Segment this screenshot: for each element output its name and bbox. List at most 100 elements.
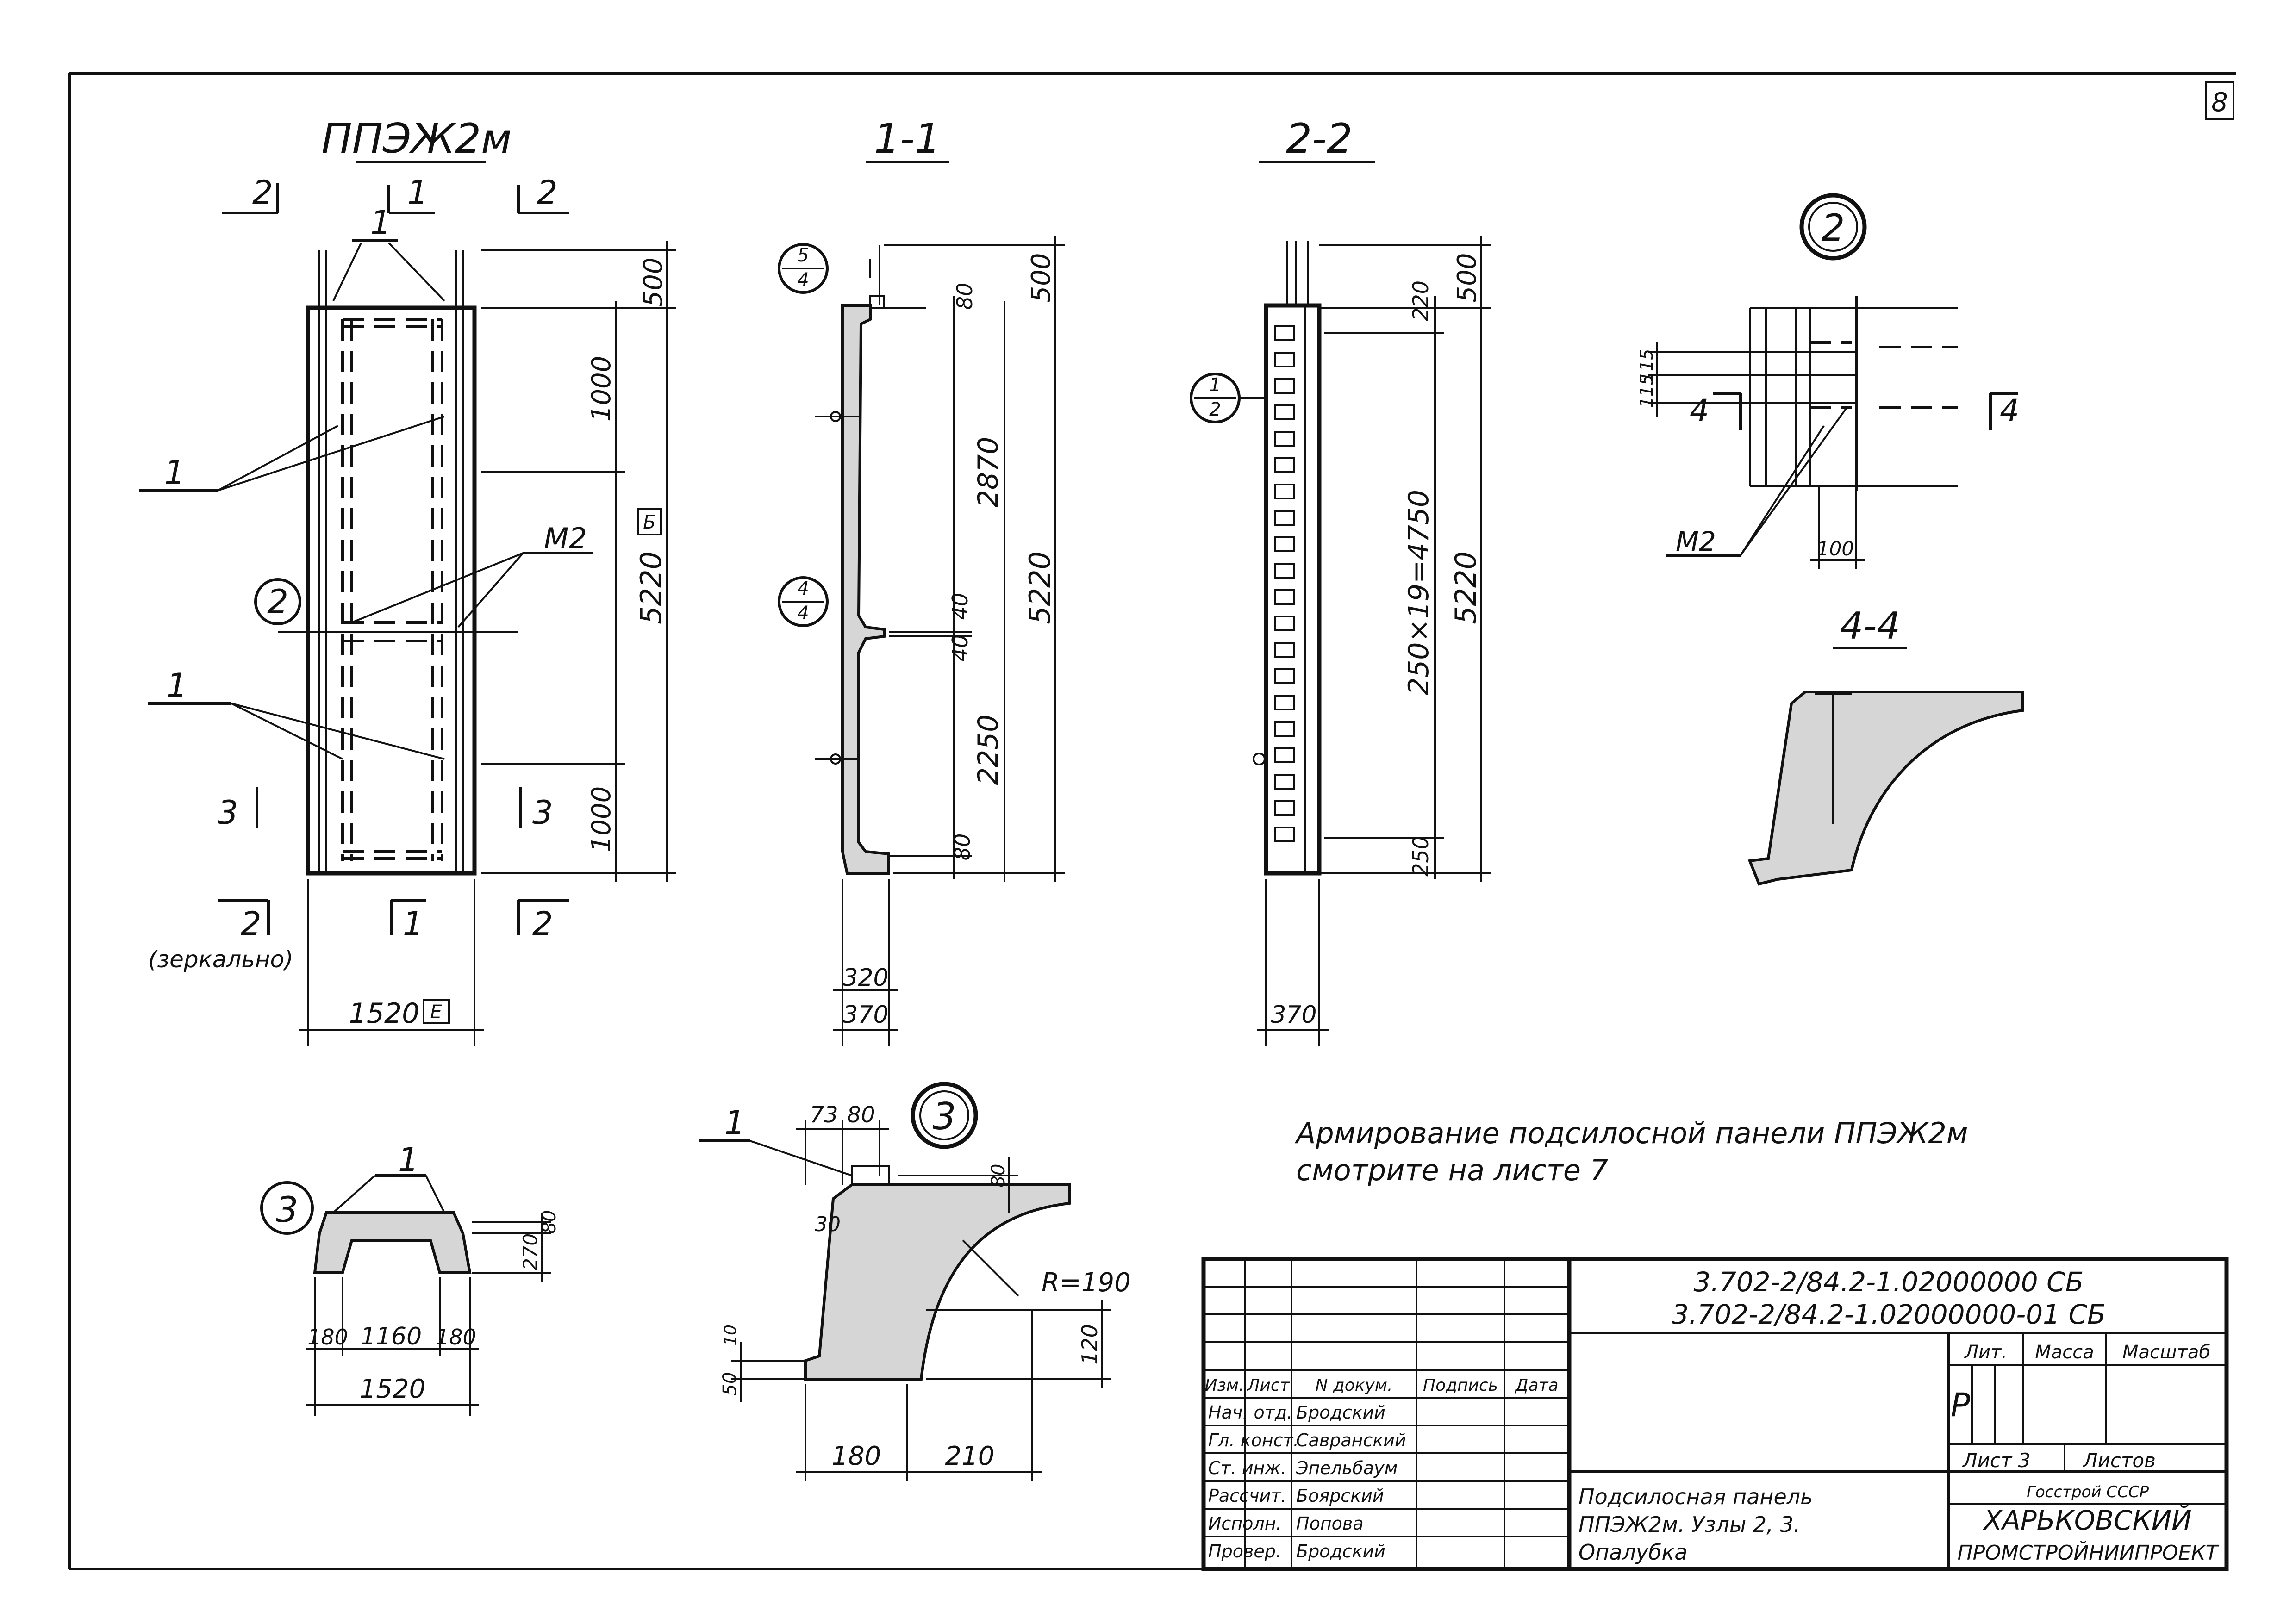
node-den: 4 bbox=[797, 269, 809, 291]
tb-role: Нач. отд. bbox=[1208, 1402, 1292, 1423]
dim-label: 10 bbox=[721, 1325, 740, 1346]
dim-label: 220 bbox=[1408, 280, 1433, 321]
doc-code-1: 3.702-2/84.2-1.02000000 СБ bbox=[1694, 1266, 2084, 1298]
dim-label: 40 bbox=[948, 593, 973, 620]
pocket bbox=[1274, 352, 1295, 367]
dim-label: 270 bbox=[519, 1233, 542, 1270]
callout-label: 1 bbox=[164, 454, 185, 492]
callout-label: М2 bbox=[544, 522, 587, 555]
pocket bbox=[1274, 431, 1295, 447]
node-2-label: 2 bbox=[1822, 206, 1845, 249]
section-mark: 2 bbox=[252, 174, 273, 212]
dim-label: 5220 bbox=[1449, 551, 1483, 624]
dim-label: 1520 bbox=[349, 997, 420, 1030]
pocket bbox=[1274, 510, 1295, 526]
org-line: ХАРЬКОВСКИЙ bbox=[1982, 1504, 2191, 1536]
title-block-frame bbox=[1201, 1257, 2229, 1571]
section-mark: 2 bbox=[537, 174, 558, 212]
node-marker bbox=[254, 578, 301, 625]
drawing-title-line: Подсилосная панель bbox=[1578, 1484, 1813, 1509]
pocket bbox=[1274, 457, 1295, 473]
title-block: 3.702-2/84.2-1.02000000 СБ 3.702-2/84.2-… bbox=[1201, 1257, 2229, 1571]
dim-label: 115 bbox=[1636, 349, 1657, 383]
node-marker-label: 3 bbox=[276, 1189, 298, 1230]
dim-label: 80 bbox=[988, 1164, 1009, 1188]
node-num: 5 bbox=[797, 245, 809, 266]
tb-header-podpis: Подпись bbox=[1423, 1376, 1498, 1395]
pocket bbox=[1274, 378, 1295, 394]
section-1-1-title: 1-1 bbox=[874, 115, 941, 162]
node-marker bbox=[778, 576, 829, 627]
dim-label: 1000 bbox=[586, 786, 617, 852]
drawing-title-line: ППЭЖ2м. Узлы 2, 3. bbox=[1578, 1512, 1800, 1537]
dim-label: 500 bbox=[1026, 253, 1056, 303]
dim-label: 180 bbox=[832, 1441, 881, 1471]
node-3-detail: 3 1 73 80 80 30 R=190 120 50 10 180 210 bbox=[699, 1082, 1131, 1481]
tb-name: Эпельбаум bbox=[1296, 1458, 1398, 1478]
mirror-note: (зеркально) bbox=[148, 946, 293, 973]
panel-edge bbox=[1264, 303, 1322, 876]
dim-label: 500 bbox=[1452, 253, 1482, 303]
tb-scale-header: Масштаб bbox=[2122, 1342, 2210, 1363]
section-mark: 1 bbox=[403, 905, 424, 943]
dim-label: 100 bbox=[1817, 537, 1854, 560]
dim-label: 5220 bbox=[634, 551, 668, 624]
callout-label: М2 bbox=[1676, 526, 1716, 557]
node-3-circle bbox=[911, 1082, 978, 1149]
tb-name: Бродский bbox=[1296, 1402, 1385, 1423]
pocket bbox=[1274, 642, 1295, 658]
section-mark: 4 bbox=[1690, 393, 1709, 429]
dim-label: 30 bbox=[815, 1213, 841, 1236]
section-2-2: 2-2 1 2 500 220 250×19=4750 5220 250 370 bbox=[1190, 115, 1491, 1046]
pocket bbox=[1274, 695, 1295, 710]
note-line-1: Армирование подсилосной панели ППЭЖ2м bbox=[1294, 1116, 1968, 1150]
pocket bbox=[1274, 774, 1295, 790]
pocket bbox=[1274, 721, 1295, 737]
node-3-profile bbox=[804, 1183, 1071, 1381]
tb-header-ndok: N докум. bbox=[1316, 1376, 1393, 1395]
node-den: 2 bbox=[1209, 399, 1221, 420]
callout-label: 1 bbox=[724, 1104, 745, 1142]
dim-label: 2250 bbox=[972, 715, 1004, 785]
section-mark: 3 bbox=[532, 794, 553, 832]
doc-code-2: 3.702-2/84.2-1.02000000-01 СБ bbox=[1672, 1299, 2106, 1330]
section-1-1: 1-1 5 4 4 4 500 80 2870 5220 40 bbox=[778, 115, 1065, 1046]
dim-label: 50 bbox=[719, 1372, 741, 1396]
dim-code-box bbox=[423, 999, 450, 1024]
embedded-pockets bbox=[1274, 325, 1295, 842]
dim-label: 40 bbox=[948, 635, 973, 662]
dim-label: 80 bbox=[952, 283, 977, 310]
dim-code: Е bbox=[430, 1002, 442, 1023]
section-3-profile bbox=[313, 1211, 472, 1274]
callout-label: 1 bbox=[167, 666, 187, 704]
dim-label: 210 bbox=[945, 1441, 995, 1471]
pocket bbox=[1274, 589, 1295, 605]
tb-mass-header: Масса bbox=[2035, 1342, 2094, 1363]
tb-role: Исполн. bbox=[1208, 1513, 1282, 1534]
dim-label: 250×19=4750 bbox=[1403, 490, 1435, 695]
node-2-circle bbox=[1799, 193, 1867, 261]
dim-label: 80 bbox=[539, 1210, 560, 1234]
pocket bbox=[1274, 668, 1295, 684]
pocket bbox=[1274, 484, 1295, 499]
node-3-label: 3 bbox=[933, 1095, 956, 1138]
node-num: 1 bbox=[1209, 374, 1221, 396]
tb-sheet: Лист 3 bbox=[1962, 1449, 2031, 1472]
section-2-2-title: 2-2 bbox=[1286, 115, 1353, 162]
pocket bbox=[1274, 536, 1295, 552]
tb-sheets: Листов bbox=[2082, 1449, 2156, 1472]
dim-label: 1160 bbox=[361, 1323, 422, 1350]
node-num: 4 bbox=[797, 578, 809, 599]
node-2-detail: 2 115 115 4 4 100 М2 4-4 bbox=[1636, 193, 2024, 886]
tb-name: Попова bbox=[1296, 1513, 1364, 1534]
dim-label: 5220 bbox=[1023, 551, 1057, 624]
section-mark: 2 bbox=[241, 905, 262, 943]
note-line-2: смотрите на листе 7 bbox=[1296, 1153, 1608, 1187]
tb-name: Боярский bbox=[1296, 1486, 1384, 1506]
dim-label: 500 bbox=[638, 258, 668, 307]
org-line: Госстрой СССР bbox=[2027, 1483, 2149, 1501]
rib-profile bbox=[841, 304, 890, 875]
dim-label: 80 bbox=[847, 1102, 875, 1128]
dim-code-box bbox=[637, 508, 662, 535]
